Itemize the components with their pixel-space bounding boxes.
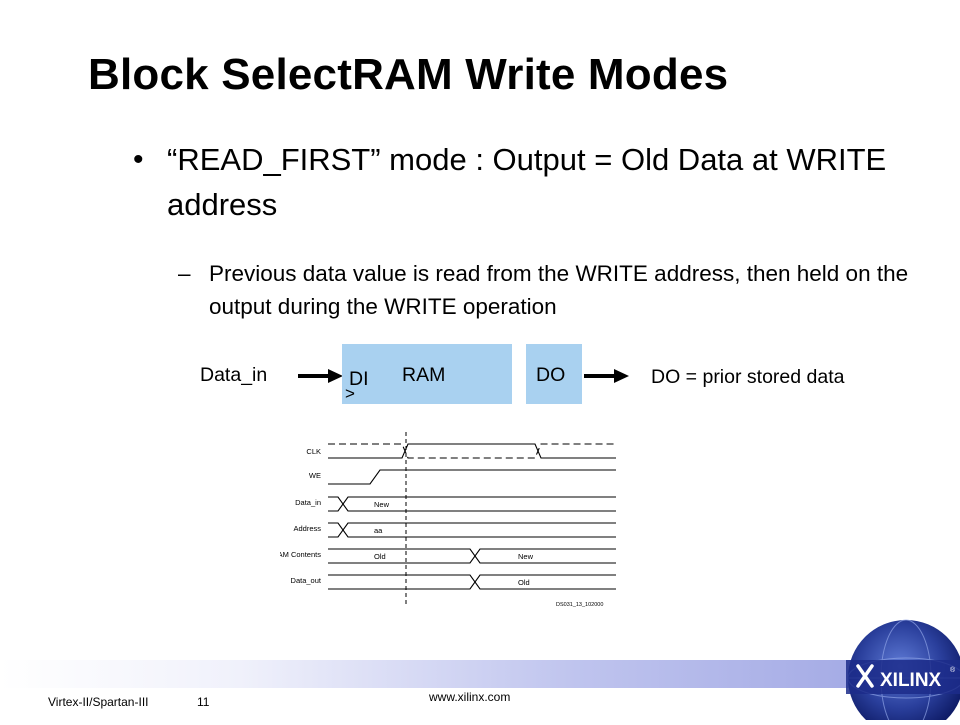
footer-url[interactable]: www.xilinx.com [429, 690, 511, 704]
ram-block [342, 344, 512, 404]
page-number: 11 [197, 695, 210, 709]
data-out-value: Old [518, 578, 530, 587]
globe-logo-icon: XILINX ® [846, 619, 960, 725]
signal-label-we: WE [309, 471, 321, 480]
signal-label-address: Address [293, 524, 321, 533]
logo-registered-mark: ® [950, 666, 956, 674]
result-label: DO = prior stored data [651, 366, 845, 388]
data-in-value: New [374, 500, 390, 509]
ram-new-value: New [518, 552, 534, 561]
clock-input-icon: > [345, 384, 355, 403]
footer-gradient-bar [0, 660, 960, 688]
data-in-arrow [298, 369, 343, 383]
bullet-text: “READ_FIRST” mode : Output = Old Data at… [167, 142, 887, 222]
figure-id: DS031_13_102000 [556, 602, 603, 608]
footer-left-text: Virtex-II/Spartan-III [48, 695, 149, 709]
logo-wordmark: XILINX [880, 670, 942, 691]
bullet-dot: • [133, 143, 144, 176]
sub-bullet-dash: – [178, 261, 191, 286]
do-block [526, 344, 582, 404]
data-in-label: Data_in [200, 364, 268, 386]
di-port-label: DI [349, 368, 369, 390]
slide-title: Block SelectRAM Write Modes [88, 50, 729, 99]
do-port-label: DO [536, 364, 566, 386]
ram-old-value: Old [374, 552, 386, 561]
ram-label: RAM [402, 364, 446, 386]
signal-label-ram-contents: RAM Contents [280, 550, 321, 559]
xilinx-logo: XILINX ® [836, 610, 960, 725]
address-value: aa [374, 526, 383, 535]
sub-bullet-text: Previous data value is read from the WRI… [209, 261, 909, 319]
timing-diagram: CLK WE Data_in Address RAM Contents Data… [280, 432, 616, 608]
signal-label-data-in: Data_in [295, 498, 321, 507]
signal-label-data-out: Data_out [291, 576, 322, 585]
data-out-arrow [584, 369, 629, 383]
signal-label-clk: CLK [306, 447, 321, 456]
